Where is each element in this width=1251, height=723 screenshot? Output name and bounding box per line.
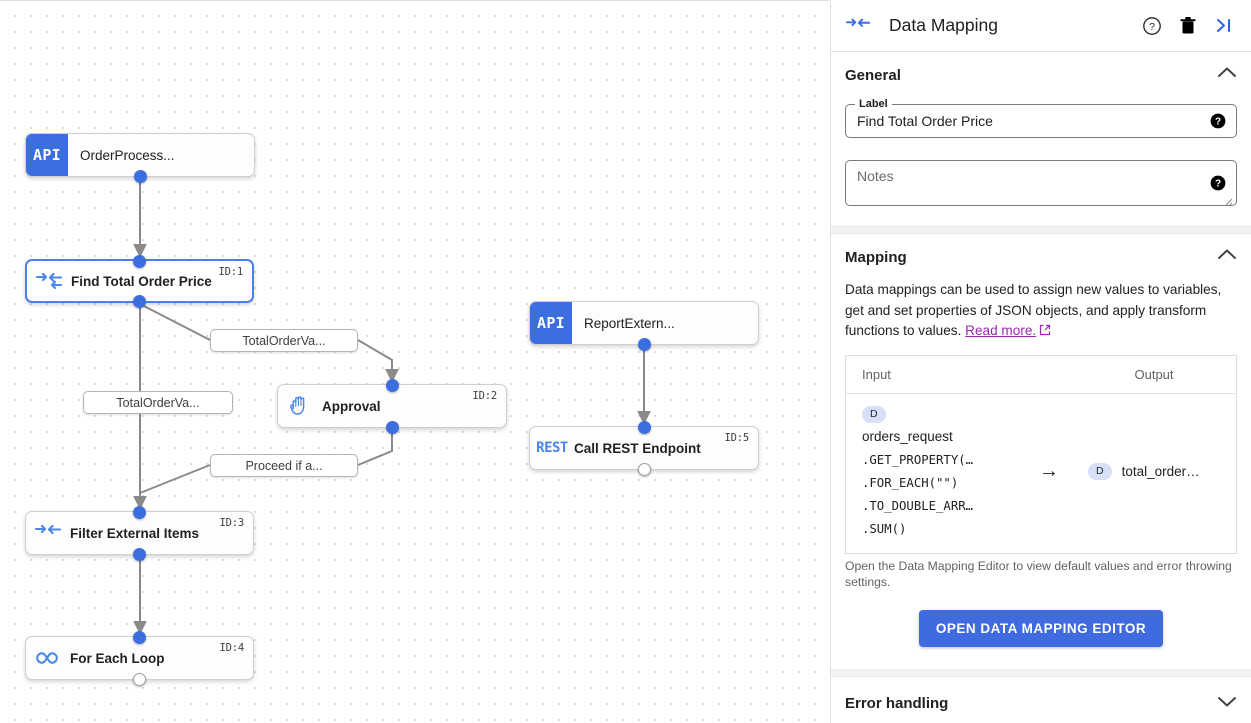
column-header-input: Input [845, 355, 1010, 394]
mapping-table: Input Output D orders_request .GET_PROPE… [845, 354, 1237, 554]
table-row[interactable]: D orders_request .GET_PROPERTY(… .FOR_EA… [846, 393, 1237, 553]
mapping-input-chain-1: .FOR_EACH("") [862, 475, 959, 490]
node-label: OrderProcess... [80, 147, 175, 163]
node-port-bottom[interactable] [385, 420, 399, 434]
svg-text:?: ? [1149, 21, 1155, 33]
variable-type-badge: D [1088, 462, 1112, 480]
mapping-input-root: orders_request [862, 428, 953, 444]
svg-text:?: ? [1215, 179, 1221, 190]
section-mapping: Mapping Data mappings can be used to ass… [831, 234, 1251, 669]
section-divider [831, 668, 1251, 677]
node-id-badge: ID:2 [472, 390, 498, 402]
node-id-badge: ID:3 [219, 517, 245, 529]
label-field-legend: Label [855, 98, 892, 110]
mapping-input-chain-0: .GET_PROPERTY(… [862, 452, 974, 467]
node-port-bottom[interactable] [133, 672, 146, 686]
api-badge-icon: API [26, 134, 68, 176]
workflow-node-for-each-loop[interactable]: For Each Loop ID:4 [25, 630, 254, 686]
section-error-handling: Error handling [831, 677, 1251, 723]
edge-label[interactable]: TotalOrderVa... [83, 391, 233, 414]
node-port-top[interactable] [637, 420, 651, 434]
edge-connections [133, 178, 651, 635]
workflow-node-approval[interactable]: Approval ID:2 [277, 378, 507, 434]
node-label: Approval [322, 398, 381, 414]
help-circle-icon[interactable]: ? [1139, 13, 1165, 39]
trash-icon[interactable] [1175, 13, 1201, 39]
svg-text:?: ? [1215, 117, 1221, 128]
workflow-node-orderprocess[interactable]: API OrderProcess... [25, 133, 255, 183]
section-mapping-header[interactable]: Mapping [845, 234, 1237, 280]
section-divider [831, 226, 1251, 234]
mapping-input-chain-2: .TO_DOUBLE_ARR… [862, 498, 974, 513]
hand-icon [278, 395, 322, 417]
rest-badge-icon: REST [536, 440, 568, 456]
workflow-node-find-total-order-price[interactable]: Find Total Order Price ID:1 [25, 254, 254, 308]
node-label: Call REST Endpoint [574, 440, 701, 456]
mapping-input-cell[interactable]: D orders_request .GET_PROPERTY(… .FOR_EA… [846, 393, 1011, 553]
label-field[interactable]: Label Find Total Order Price ? [845, 98, 1237, 138]
label-field-value: Find Total Order Price [857, 113, 993, 129]
read-more-link[interactable]: Read more. [965, 323, 1037, 338]
collapse-panel-icon[interactable] [1211, 13, 1237, 39]
node-port-top[interactable] [133, 505, 146, 519]
workflow-canvas[interactable]: API OrderProcess... Find Total Order Pri… [0, 0, 829, 723]
node-port-top[interactable] [133, 254, 146, 268]
section-general-title: General [845, 66, 901, 84]
node-port-bottom[interactable] [133, 547, 146, 561]
node-label: For Each Loop [70, 650, 165, 666]
data-mapping-icon [845, 13, 871, 39]
node-port-top[interactable] [133, 630, 146, 644]
edge-label[interactable]: TotalOrderVa... [210, 329, 358, 352]
data-mapping-icon [27, 273, 71, 289]
mapping-input-chain-3: .SUM() [862, 521, 907, 536]
node-label: ReportExtern... [584, 315, 675, 331]
node-id-badge: ID:4 [219, 642, 245, 654]
mapping-output-name: total_order… [1121, 463, 1200, 479]
workflow-node-call-rest-endpoint[interactable]: REST Call REST Endpoint ID:5 [529, 420, 759, 476]
node-port-bottom[interactable] [133, 294, 146, 308]
api-badge-icon: API [530, 302, 572, 344]
mapping-output-cell[interactable]: D total_order… [1072, 393, 1237, 553]
chevron-up-icon[interactable] [1217, 66, 1237, 84]
section-error-handling-header[interactable]: Error handling [845, 677, 1237, 723]
node-port-bottom[interactable] [133, 169, 147, 183]
chevron-down-icon[interactable] [1217, 695, 1237, 713]
external-link-icon[interactable] [1039, 322, 1051, 343]
variable-type-badge: D [862, 405, 886, 423]
section-error-handling-title: Error handling [845, 695, 949, 712]
workflow-node-reportextern[interactable]: API ReportExtern... [529, 301, 759, 351]
chevron-up-icon[interactable] [1217, 248, 1237, 266]
section-general: General Label Find Total Order Price ? N… [831, 52, 1251, 226]
node-label: Filter External Items [70, 525, 200, 541]
column-header-spacer [1010, 355, 1072, 394]
mapping-hint: Open the Data Mapping Editor to view def… [845, 558, 1232, 589]
page-title: Data Mapping [889, 15, 998, 35]
node-id-badge: ID:5 [724, 432, 750, 444]
mapping-actions: OPEN DATA MAPPING EDITOR [845, 609, 1237, 669]
node-port-bottom[interactable] [637, 337, 651, 351]
data-mapping-icon [26, 525, 70, 541]
mapping-description: Data mappings can be used to assign new … [845, 280, 1237, 343]
edge-label[interactable]: Proceed if a... [210, 454, 358, 477]
node-port-bottom[interactable] [637, 462, 651, 476]
open-data-mapping-editor-button[interactable]: OPEN DATA MAPPING EDITOR [918, 609, 1164, 647]
notes-field-placeholder: Notes [857, 168, 894, 184]
help-filled-icon[interactable]: ? [1210, 175, 1226, 191]
workflow-node-filter-external-items[interactable]: Filter External Items ID:3 [25, 505, 254, 561]
mapping-description-text: Data mappings can be used to assign new … [845, 282, 1222, 338]
node-port-top[interactable] [385, 378, 399, 392]
panel-header: Data Mapping ? [831, 0, 1251, 52]
mapping-arrow-icon: → [1039, 459, 1059, 482]
loop-icon [26, 650, 70, 666]
table-header-row: Input Output [845, 355, 1237, 394]
textarea-resize-handle[interactable] [1224, 194, 1233, 207]
node-label: Find Total Order Price [71, 273, 212, 289]
properties-panel: Data Mapping ? [830, 0, 1251, 723]
notes-field[interactable]: Notes ? [845, 160, 1237, 207]
column-header-output: Output [1072, 355, 1237, 394]
section-mapping-title: Mapping [845, 248, 907, 266]
node-id-badge: ID:1 [218, 266, 244, 278]
section-general-header[interactable]: General [845, 52, 1237, 98]
help-filled-icon[interactable]: ? [1210, 113, 1226, 129]
